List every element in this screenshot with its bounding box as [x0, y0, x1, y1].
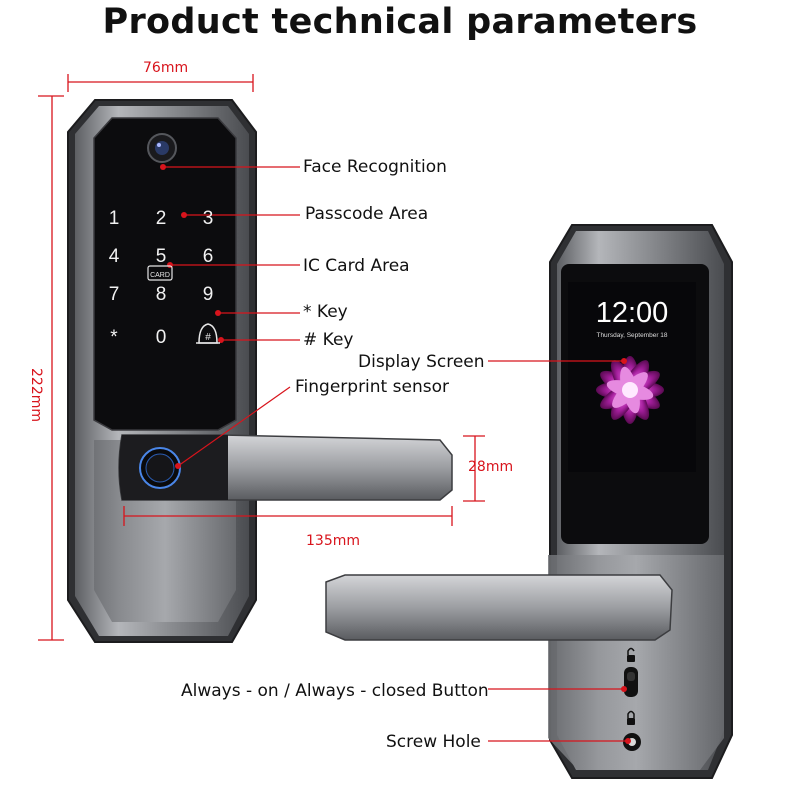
- key-4: 4: [109, 246, 120, 267]
- dimension-lines: [38, 74, 485, 641]
- label-star-key: * Key: [303, 302, 348, 322]
- card-text: CARD: [150, 272, 170, 279]
- front-lock: [67, 99, 257, 643]
- label-always-button: Always - on / Always - closed Button: [181, 681, 489, 701]
- lock-icon: [627, 710, 635, 725]
- height-dimension: 222mm: [28, 368, 44, 422]
- bell-icon: #: [196, 323, 220, 344]
- key-7: 7: [109, 284, 120, 305]
- key-9: 9: [203, 284, 214, 305]
- key-1: 1: [109, 208, 120, 229]
- label-passcode-area: Passcode Area: [305, 204, 429, 224]
- fingerprint-sensor-icon: [139, 447, 181, 489]
- key-3: 3: [203, 208, 214, 229]
- screen-date: Thursday, September 18: [596, 332, 667, 339]
- pointer-lines: [163, 166, 628, 742]
- width-dimension: 76mm: [143, 60, 189, 76]
- camera-icon: [147, 133, 177, 163]
- key-5: 5: [156, 246, 167, 267]
- label-display-screen: Display Screen: [358, 352, 485, 372]
- handle-length-dimension: 135mm: [306, 533, 360, 549]
- card-icon: CARD: [147, 265, 173, 281]
- always-button: [624, 667, 638, 697]
- key-0: 0: [156, 327, 167, 348]
- label-ic-card-area: IC Card Area: [303, 256, 410, 276]
- page-title: Product technical parameters: [102, 2, 698, 42]
- label-face-recognition: Face Recognition: [303, 157, 447, 177]
- back-handle: [325, 574, 673, 641]
- screen-time: 12:00: [596, 297, 669, 329]
- key-star: *: [110, 327, 118, 348]
- label-hash-key: # Key: [303, 330, 354, 350]
- keypad: 1 2 3 4 5 6 7 8 9 * 0: [109, 208, 214, 348]
- key-6: 6: [203, 246, 214, 267]
- handle-height-dimension: 28mm: [468, 459, 514, 475]
- key-8: 8: [156, 284, 167, 305]
- display-screen: [568, 282, 696, 472]
- label-screw-hole: Screw Hole: [386, 732, 481, 752]
- svg-text:#: #: [205, 332, 211, 343]
- key-2: 2: [156, 208, 167, 229]
- label-fingerprint-sensor: Fingerprint sensor: [295, 377, 449, 397]
- unlock-icon: [627, 647, 635, 662]
